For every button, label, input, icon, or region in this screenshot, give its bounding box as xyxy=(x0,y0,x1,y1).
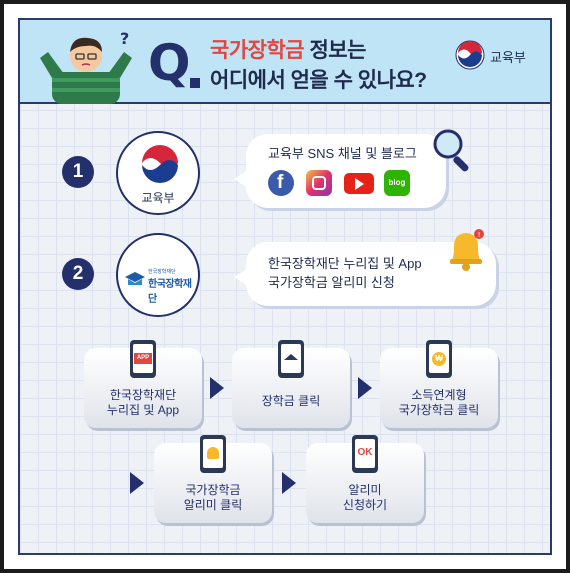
bell-icon: ! xyxy=(450,229,484,271)
won-phone-icon: ₩ xyxy=(426,340,452,378)
step-arrow-icon xyxy=(210,377,224,399)
youtube-icon xyxy=(344,173,374,194)
bubble-tail xyxy=(234,170,248,188)
kosaf-bubble-line1: 한국장학재단 누리집 및 App xyxy=(268,256,422,271)
kosaf-logo-text: 한국장학재단 xyxy=(148,279,192,305)
facebook-icon: f xyxy=(268,170,294,196)
title-accent: 국가장학금 xyxy=(210,39,305,62)
sns-bubble-text: 교육부 SNS 채널 및 블로그 xyxy=(268,146,417,161)
blog-icon: blog xyxy=(384,170,410,196)
svg-text:?: ? xyxy=(120,29,129,48)
sns-bubble: 교육부 SNS 채널 및 블로그 f blog xyxy=(234,134,446,208)
moe-emblem-icon xyxy=(142,145,178,183)
page-title: 국가장학금 정보는 어디에서 얻을 수 있나요? xyxy=(210,36,427,96)
bubble-tail xyxy=(234,268,248,286)
infographic-frame: ? Q 국가장학금 정보는 어디에서 얻을 수 있나요? 교육부 1 교육부 교… xyxy=(4,4,566,569)
kosaf-emblem-icon xyxy=(125,272,145,285)
item-number-1: 1 xyxy=(62,156,94,188)
q-mark: Q xyxy=(148,34,191,92)
step-arrow-icon xyxy=(130,472,144,494)
kosaf-logo-circle: 한국장학재단 한국장학재단 xyxy=(116,233,200,317)
title-line1-rest: 정보는 xyxy=(304,39,366,62)
item-number-2: 2 xyxy=(62,258,94,290)
header-banner: ? Q 국가장학금 정보는 어디에서 얻을 수 있나요? 교육부 xyxy=(20,20,550,104)
app-phone-icon: APP xyxy=(130,340,156,378)
kosaf-small-text: 한국장학재단 xyxy=(148,269,176,275)
step-arrow-icon xyxy=(282,472,296,494)
q-dot xyxy=(190,78,200,88)
thinking-student-illustration: ? xyxy=(40,29,132,104)
ok-phone-icon: OK xyxy=(352,435,378,473)
infographic-card: ? Q 국가장학금 정보는 어디에서 얻을 수 있나요? 교육부 1 교육부 교… xyxy=(18,18,552,555)
kosaf-bubble-line2: 국가장학금 알리미 신청 xyxy=(268,275,395,290)
title-line2: 어디에서 얻을 수 있나요? xyxy=(210,69,427,92)
ministry-name: 교육부 xyxy=(490,50,526,65)
moe-logo-text: 교육부 xyxy=(141,191,175,205)
step-arrow-icon xyxy=(358,377,372,399)
ministry-emblem-icon xyxy=(455,40,485,70)
graduation-phone-icon xyxy=(278,340,304,378)
instagram-icon xyxy=(306,170,332,196)
moe-logo-circle: 교육부 xyxy=(116,131,200,215)
kosaf-bubble-text: 한국장학재단 누리집 및 App 국가장학금 알리미 신청 xyxy=(268,254,422,292)
magnifier-icon xyxy=(433,129,469,172)
step-label: 장학금 클릭 xyxy=(261,394,321,408)
step-scholarship: 장학금 클릭 xyxy=(232,340,350,428)
svg-text:!: ! xyxy=(478,231,481,239)
bell-phone-icon xyxy=(200,435,226,473)
